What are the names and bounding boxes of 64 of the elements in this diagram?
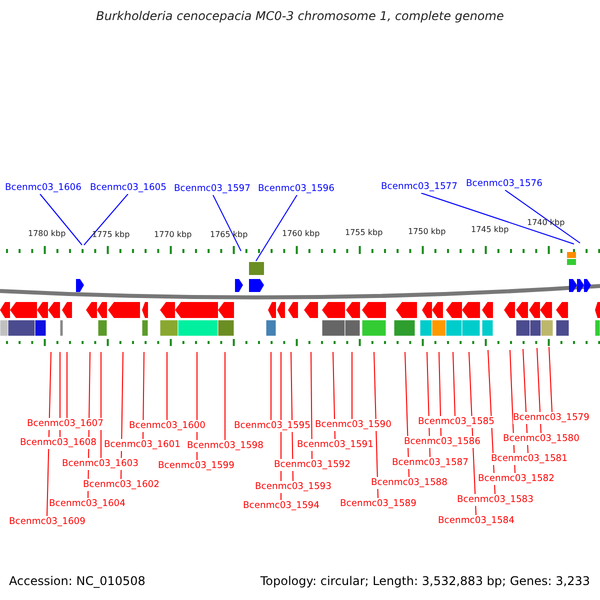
gene-label: Bcenmc03_1599 xyxy=(158,460,234,472)
leader-line xyxy=(256,194,298,262)
scale-label: 1750 kbp xyxy=(408,227,446,237)
leader-line xyxy=(84,194,128,246)
gene-label: Bcenmc03_1590 xyxy=(315,419,392,431)
gene-label: Bcenmc03_1581 xyxy=(491,453,568,465)
scale-label: 1780 kbp xyxy=(28,229,66,239)
gene-label: Bcenmc03_1609 xyxy=(9,516,86,528)
gene-label: Bcenmc03_1601 xyxy=(104,439,180,451)
leader-line xyxy=(452,352,456,416)
gene-label: Bcenmc03_1608 xyxy=(20,437,96,449)
gene-label: Bcenmc03_1592 xyxy=(274,459,350,471)
gene-label: Bcenmc03_1600 xyxy=(129,420,206,432)
leader-line xyxy=(212,194,242,252)
gene-label: Bcenmc03_1579 xyxy=(513,412,590,424)
leader-line xyxy=(142,352,144,440)
leader-line xyxy=(536,348,542,434)
gene-label: Bcenmc03_1586 xyxy=(404,436,480,448)
scale-label: 1740 kbp xyxy=(527,218,565,228)
leader-line xyxy=(438,352,442,436)
leader-line xyxy=(66,352,68,418)
gene-label: Bcenmc03_1603 xyxy=(62,458,138,470)
gene-label: Bcenmc03_1604 xyxy=(49,498,126,510)
leader-line xyxy=(46,352,52,516)
gene-label: Bcenmc03_1585 xyxy=(418,416,494,428)
gene-label: Bcenmc03_1591 xyxy=(297,439,374,451)
scale-label: 1765 kbp xyxy=(210,230,248,240)
leader-line xyxy=(504,190,580,244)
gene-label: Bcenmc03_1584 xyxy=(438,515,514,527)
gene-label: Bcenmc03_1589 xyxy=(340,498,416,510)
scale-label: 1770 kbp xyxy=(154,230,192,240)
scale-label: 1755 kbp xyxy=(345,228,383,238)
gene-label: Bcenmc03_1588 xyxy=(371,477,448,489)
gene-label: Bcenmc03_1598 xyxy=(187,440,264,452)
gene-label: Bcenmc03_1597 xyxy=(174,183,250,195)
genome-stats-text: Topology: circular; Length: 3,532,883 bp; Genes: 3,233 xyxy=(260,575,590,588)
gene-label: Bcenmc03_1602 xyxy=(83,479,160,491)
scale-label: 1760 kbp xyxy=(282,229,320,239)
leader-line xyxy=(310,352,312,460)
leader-line xyxy=(332,352,336,440)
gene-label: Bcenmc03_1594 xyxy=(243,500,320,512)
scale-label: 1775 kbp xyxy=(92,230,130,240)
leader-line xyxy=(270,352,272,420)
gene-label: Bcenmc03_1580 xyxy=(503,433,580,445)
leader-line xyxy=(420,192,574,244)
accession-text: Accession: NC_010508 xyxy=(9,575,146,588)
gene-label: Bcenmc03_1605 xyxy=(90,182,166,194)
leader-line xyxy=(548,346,552,412)
gene-label: Bcenmc03_1583 xyxy=(457,494,534,506)
gene-label: Bcenmc03_1606 xyxy=(5,182,82,194)
leader-line xyxy=(166,352,168,420)
leader-line xyxy=(100,352,102,458)
title: Burkholderia cenocepacia MC0-3 chromosome 1, complete genome xyxy=(95,10,505,23)
scale-label: 1745 kbp xyxy=(471,225,509,235)
gene-label: Bcenmc03_1596 xyxy=(258,183,334,195)
leader-line xyxy=(40,194,82,246)
gene-label: Bcenmc03_1582 xyxy=(478,473,554,485)
gene-label: Bcenmc03_1577 xyxy=(381,181,458,193)
gene-label: Bcenmc03_1607 xyxy=(27,418,104,430)
gene-label: Bcenmc03_1576 xyxy=(466,178,542,190)
leader-line xyxy=(224,352,226,440)
gene-label: Bcenmc03_1587 xyxy=(392,457,468,469)
gene-label: Bcenmc03_1593 xyxy=(255,481,332,493)
gene-label: Bcenmc03_1595 xyxy=(234,420,310,432)
